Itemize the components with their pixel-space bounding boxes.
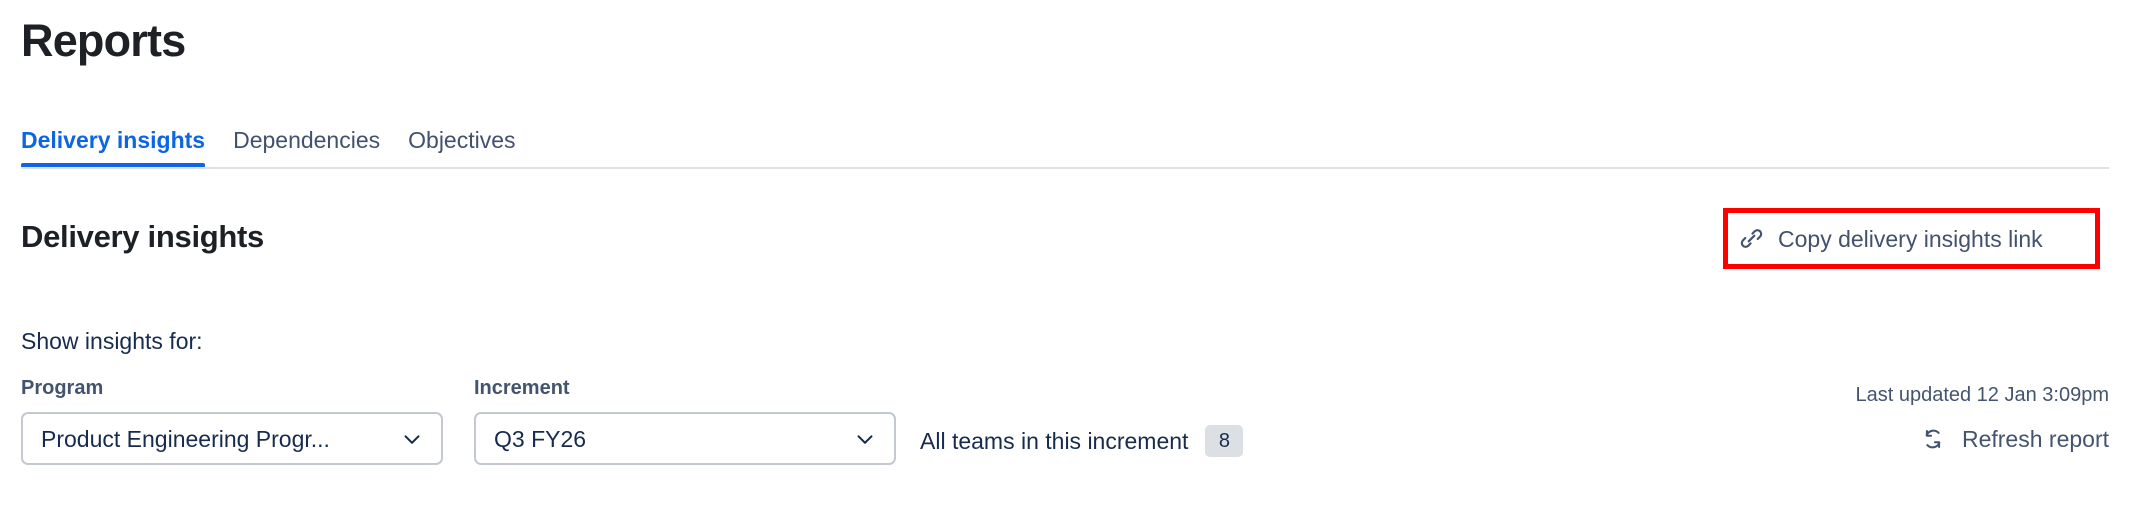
program-select[interactable]: Product Engineering Progr... [21, 412, 443, 465]
show-insights-for-label: Show insights for: [21, 328, 203, 354]
section-heading: Delivery insights [21, 219, 264, 254]
link-icon [1740, 229, 1763, 248]
all-teams-label: All teams in this increment [920, 428, 1189, 454]
copy-link-highlight-box [1723, 208, 2100, 269]
program-select-value: Product Engineering Progr... [41, 425, 330, 452]
tab-label: Delivery insights [21, 127, 206, 153]
chevron-down-icon [404, 434, 420, 444]
all-teams-filter[interactable]: All teams in this increment 8 [920, 425, 1244, 457]
tab-delivery-insights[interactable]: Delivery insights [21, 126, 219, 168]
copy-link-label: Copy delivery insights link [1778, 225, 2043, 252]
increment-field-label: Increment [474, 377, 570, 399]
tab-label: Dependencies [233, 127, 381, 153]
last-updated-text: Last updated 12 Jan 3:09pm [1855, 384, 2109, 406]
tab-label: Objectives [408, 127, 516, 153]
tab-dependencies[interactable]: Dependencies [219, 126, 394, 168]
refresh-report-label: Refresh report [1961, 426, 2109, 452]
copy-delivery-insights-link-button[interactable]: Copy delivery insights link [1738, 220, 2043, 257]
tab-divider [21, 167, 2109, 169]
page-title: Reports [21, 15, 186, 66]
team-count-badge: 8 [1205, 425, 1244, 457]
chevron-down-icon [857, 434, 873, 444]
increment-select[interactable]: Q3 FY26 [474, 412, 896, 465]
increment-select-value: Q3 FY26 [494, 425, 587, 452]
refresh-report-button[interactable]: Refresh report [1920, 425, 2109, 453]
refresh-icon [1925, 429, 1941, 449]
program-field-label: Program [21, 377, 104, 399]
tab-objectives[interactable]: Objectives [394, 126, 529, 168]
tab-bar: Delivery insights Dependencies Objective… [21, 118, 530, 168]
